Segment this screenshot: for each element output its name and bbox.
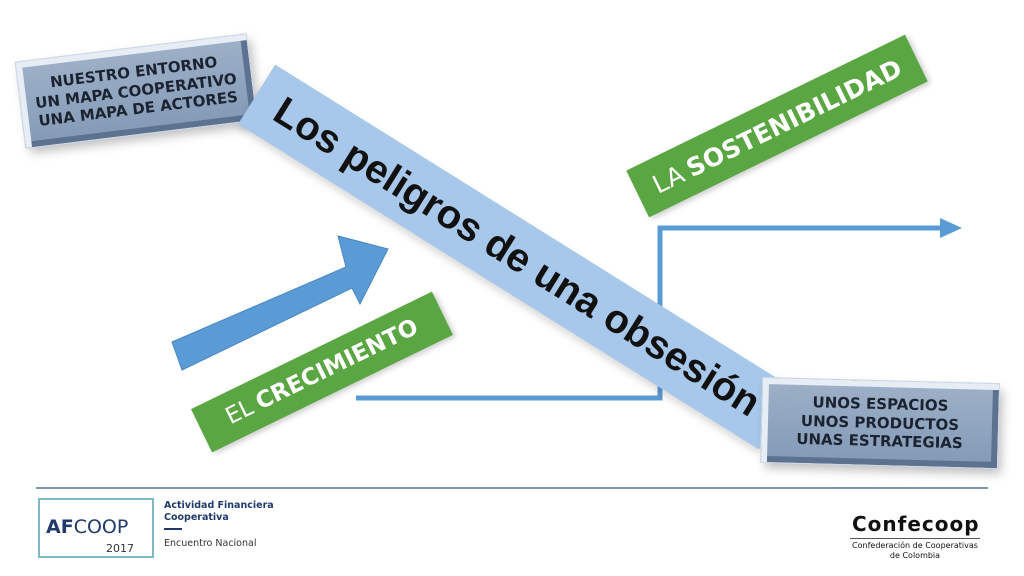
afcoop-description: Actividad Financiera Cooperativa xyxy=(164,500,274,524)
afcoop-year: 2017 xyxy=(106,542,134,555)
confecoop-rule xyxy=(850,538,980,539)
afcoop-logo: AFCOOP xyxy=(46,516,128,538)
footer-divider xyxy=(36,487,988,489)
crecimiento-prefix: EL xyxy=(221,394,258,430)
confecoop-sub-2: de Colombia xyxy=(889,551,941,561)
afcoop-logo-frame xyxy=(38,498,154,558)
step-line-arrowhead xyxy=(940,218,962,238)
afcoop-logo-coop: COOP xyxy=(73,516,129,538)
confecoop-logo: Confecoop xyxy=(852,512,980,536)
growth-arrow xyxy=(171,235,389,371)
bottom-right-box: UNOS ESPACIOS UNOS PRODUCTOS UNAS ESTRAT… xyxy=(760,377,1000,469)
afcoop-rule xyxy=(164,528,182,530)
afcoop-encuentro: Encuentro Nacional xyxy=(164,538,257,549)
afcoop-line-1: Actividad Financiera xyxy=(164,500,274,511)
afcoop-logo-af: AF xyxy=(46,516,74,538)
confecoop-sub-1: Confederación de Cooperativas xyxy=(852,541,978,550)
confecoop-subtitle: Confederación de Cooperativas de Colombi… xyxy=(850,541,980,562)
afcoop-line-2: Cooperativa xyxy=(164,511,229,523)
sostenibilidad-prefix: LA xyxy=(647,159,689,200)
bottom-box-line-3: UNAS ESTRATEGIAS xyxy=(796,430,963,453)
